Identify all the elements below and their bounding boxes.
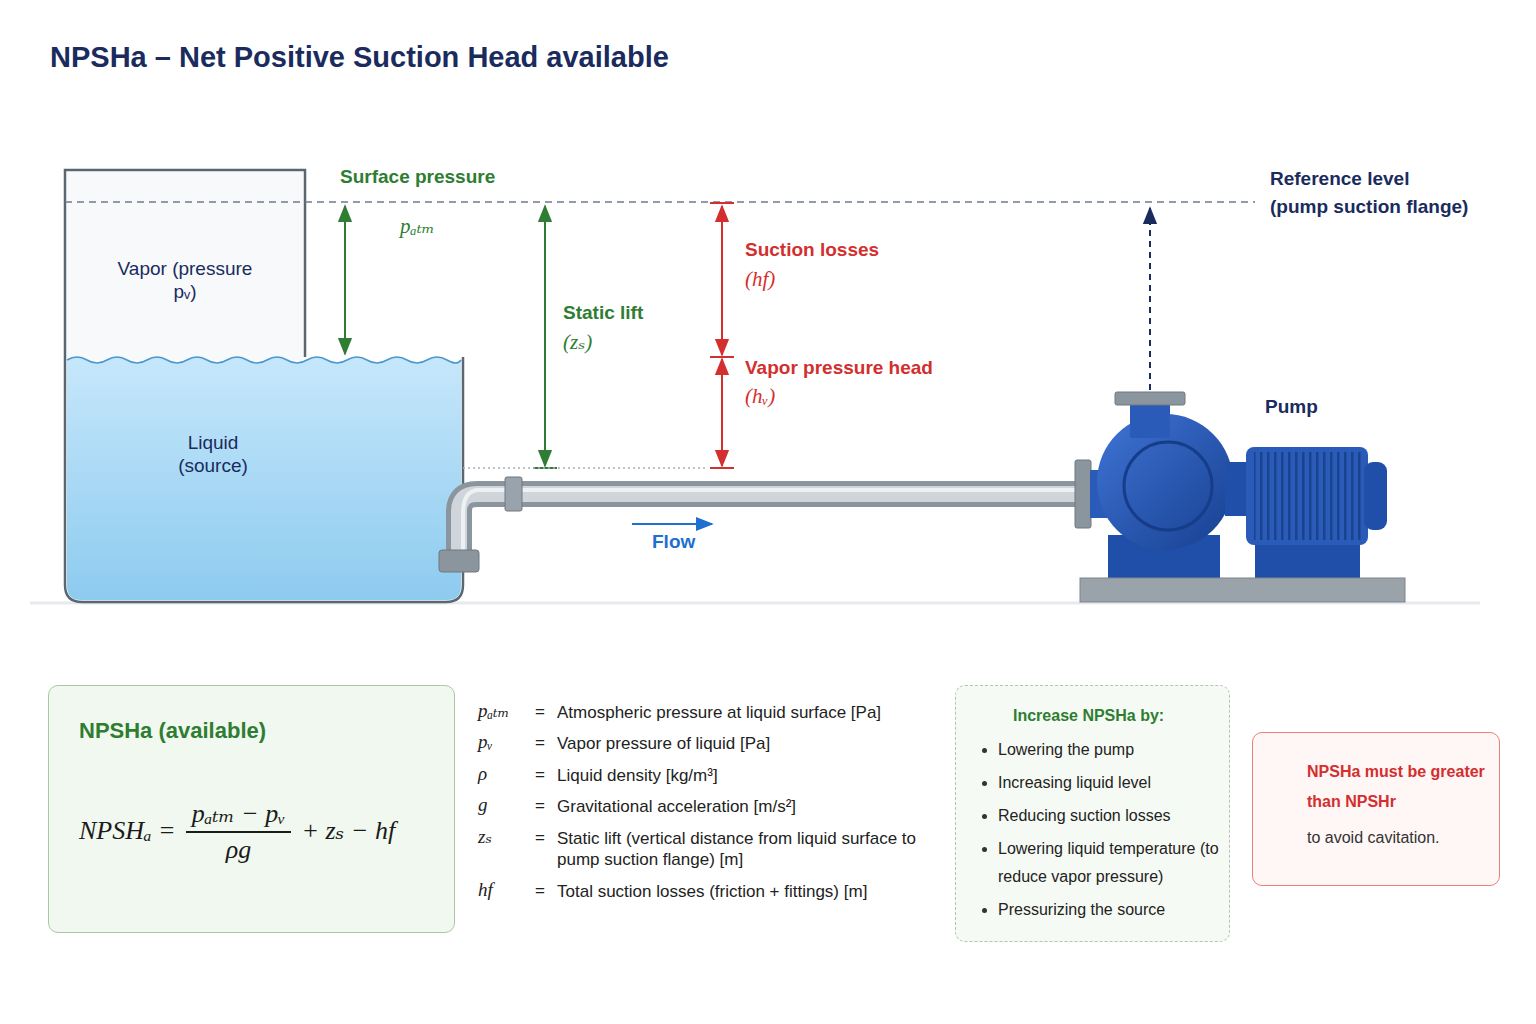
bullet <box>982 781 987 786</box>
diagram-label: Surface pressure <box>340 166 495 189</box>
node-text: Lowering liquid temperature (to reduce v… <box>998 835 1223 891</box>
diagram-label: Flow <box>652 531 695 554</box>
node-text: Pressurizing the source <box>998 896 1223 924</box>
bullet <box>982 748 987 753</box>
bullet <box>982 908 987 913</box>
definition-text: ρ <box>478 763 487 786</box>
suction-flange <box>1075 460 1091 528</box>
formula-box: NPSHa (available) NPSHₐ = pₐₜₘ − pᵥ ρg + zₛ … <box>48 685 455 933</box>
inlet-bell <box>439 550 479 572</box>
definition-text: = <box>535 702 545 722</box>
diagram-label: Static lift <box>563 302 643 325</box>
diagram-label: (hf) <box>745 267 775 292</box>
definition-text: Atmospheric pressure at liquid surface [… <box>557 702 942 723</box>
definition-text: Gravitational acceleration [m/s²] <box>557 796 942 817</box>
definition-text: = <box>535 796 545 816</box>
node-text: + zₛ − hf <box>301 815 395 846</box>
tank-outline <box>65 170 463 602</box>
suction-loss-arrow <box>721 206 723 355</box>
definition-text: Liquid density [kg/m³] <box>557 765 942 786</box>
definition-text: Static lift (vertical distance from liqu… <box>557 828 942 870</box>
suction-pipe-shine <box>463 490 1078 572</box>
diagram-label: Reference level <box>1270 168 1409 191</box>
node-text: Liquid (source) <box>158 432 268 478</box>
diagram-label: pₐₜₘ <box>400 214 435 239</box>
liquid <box>67 357 461 600</box>
definition-text: Vapor pressure of liquid [Pa] <box>557 733 942 754</box>
suction-pipe-highlight <box>459 494 1078 572</box>
reference-arrow <box>1149 208 1151 390</box>
node-text: Increasing liquid level <box>998 769 1223 797</box>
node-text: Increase NPSHa by: <box>1013 702 1164 730</box>
pipe-coupling <box>505 477 522 511</box>
definition-text: Total suction losses (friction + fitting… <box>557 881 942 902</box>
diagram-label: Vapor pressure head <box>745 357 933 380</box>
diagram-label: (zₛ) <box>563 330 592 355</box>
diagram-label: (hᵥ) <box>745 384 775 409</box>
definition-text: pᵥ <box>478 731 493 754</box>
node-text: NPSHa (available) <box>79 718 266 744</box>
definition-text: pₐₜₘ <box>478 700 509 723</box>
node-text: to avoid cavitation. <box>1307 823 1495 853</box>
discharge-nozzle <box>1130 402 1170 438</box>
node-text: Vapor (pressure pᵥ) <box>109 258 261 304</box>
dimension-tick <box>710 467 734 469</box>
motor-fan-cover <box>1364 462 1387 530</box>
bullet <box>982 814 987 819</box>
discharge-flange <box>1115 392 1185 405</box>
diagram-label: (pump suction flange) <box>1270 196 1468 219</box>
dimension-tick <box>710 356 734 358</box>
liquid-surface <box>67 357 461 363</box>
warning-box: NPSHa must be greater than NPSHr to avoid… <box>1252 732 1500 886</box>
node-text: Reducing suction losses <box>998 802 1223 830</box>
fraction-bar <box>186 831 292 833</box>
definition-text: = <box>535 733 545 753</box>
node-text: NPSHa must be greater than NPSHr <box>1307 757 1495 817</box>
definition-text: hf <box>478 879 493 902</box>
vapor-head-arrow <box>721 359 723 466</box>
tips-box: Increase NPSHa by: Lowering the pumpIncre… <box>955 685 1230 942</box>
definition-text: g <box>478 794 488 817</box>
suction-pipe <box>459 494 1078 572</box>
diagram-label: Pump <box>1265 396 1318 419</box>
diagram-label: Suction losses <box>745 239 879 262</box>
level-line <box>463 467 708 469</box>
node-text: NPSHₐ = <box>79 815 176 846</box>
pressure-arrow <box>344 206 346 354</box>
definition-text: = <box>535 828 545 848</box>
node-text: ρg <box>226 834 251 865</box>
flow-arrow <box>632 523 712 525</box>
definition-text: = <box>535 765 545 785</box>
dimension-tick <box>710 202 734 204</box>
impeller-casing <box>1124 442 1212 530</box>
node-text: Lowering the pump <box>998 736 1223 764</box>
definition-text: = <box>535 881 545 901</box>
title: NPSHa – Net Positive Suction Head availa… <box>50 40 669 75</box>
node-text: pₐₜₘ − pᵥ <box>192 798 286 829</box>
base-plate <box>1080 578 1405 602</box>
motor-fins <box>1254 452 1362 540</box>
static-lift-arrow <box>544 206 546 466</box>
vapor-space <box>67 172 303 360</box>
bullet <box>982 847 987 852</box>
motor-body <box>1246 447 1368 545</box>
definition-text: zₛ <box>478 826 492 849</box>
reference-line <box>65 201 1255 203</box>
